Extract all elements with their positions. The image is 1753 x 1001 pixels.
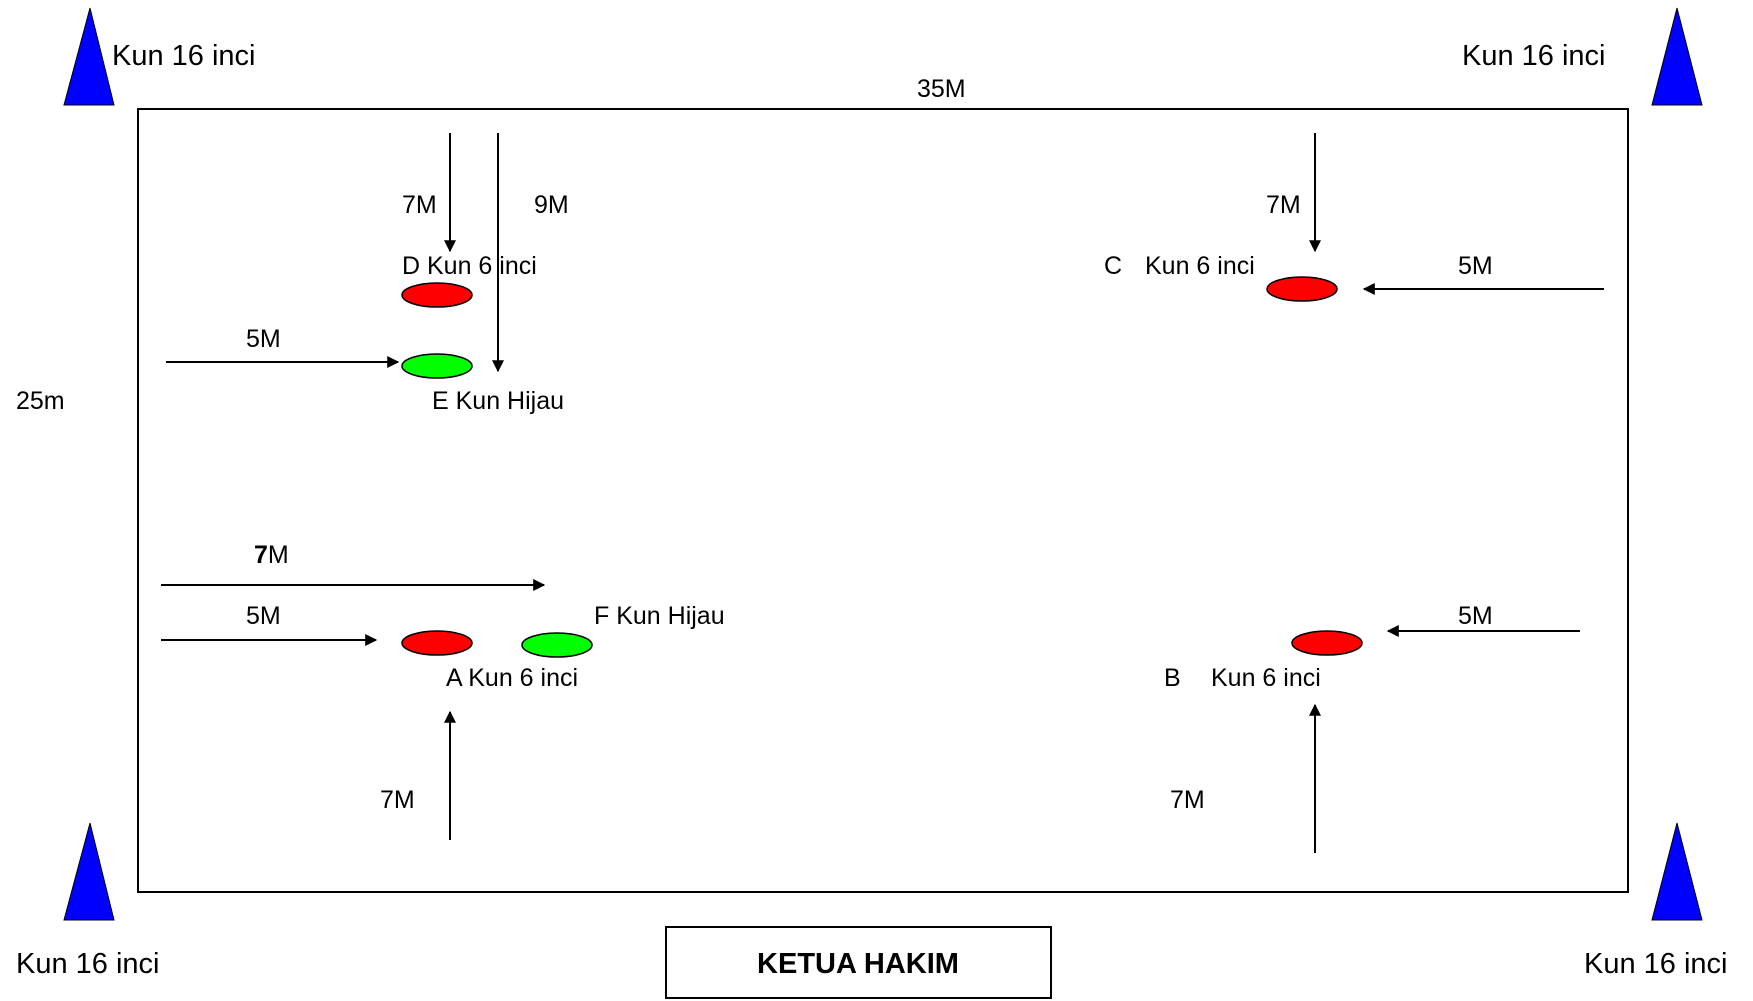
dist-e-top: 9M [534, 191, 569, 219]
cone-6-red-d-icon [401, 282, 473, 308]
marker-c-letter: C [1104, 252, 1122, 280]
field-boundary [137, 108, 1629, 893]
cone-16-bottom-right-icon [1651, 822, 1703, 921]
dist-c-top: 7M [1266, 191, 1301, 219]
dist-e-left: 5M [246, 325, 281, 353]
cone-16-top-left-icon [63, 7, 115, 106]
dist-a-left: 5M [246, 602, 281, 630]
judge-label: KETUA HAKIM [757, 948, 959, 980]
cone-top-right-label: Kun 16 inci [1462, 40, 1606, 72]
field-height-label: 25m [16, 387, 65, 415]
cone-16-bottom-left-icon [63, 822, 115, 921]
marker-f-label: F Kun Hijau [594, 602, 725, 630]
cone-top-left-label: Kun 16 inci [112, 40, 256, 72]
field-width-label: 35M [917, 75, 966, 103]
cone-16-top-right-icon [1651, 7, 1703, 106]
dist-c-right: 5M [1458, 252, 1493, 280]
cone-6-red-b-icon [1291, 630, 1363, 656]
cone-6-red-c-icon [1266, 276, 1338, 302]
dist-d-top: 7M [402, 191, 437, 219]
marker-b-letter: B [1164, 664, 1181, 692]
marker-e-label: E Kun Hijau [432, 387, 564, 415]
marker-a-label: A Kun 6 inci [446, 664, 578, 692]
cone-bottom-left-label: Kun 16 inci [16, 948, 160, 980]
dist-b-bottom: 7M [1170, 786, 1205, 814]
marker-d-label: D Kun 6 inci [402, 252, 537, 280]
marker-b-desc: Kun 6 inci [1211, 664, 1321, 692]
dist-f-left: 7M [254, 541, 289, 569]
marker-c-desc: Kun 6 inci [1145, 252, 1255, 280]
cone-6-red-a-icon [401, 630, 473, 656]
dist-b-right: 5M [1458, 602, 1493, 630]
cone-green-f-icon [521, 632, 593, 658]
judge-box [665, 926, 1052, 999]
dist-a-bottom: 7M [380, 786, 415, 814]
cone-bottom-right-label: Kun 16 inci [1584, 948, 1728, 980]
cone-green-e-icon [401, 353, 473, 379]
